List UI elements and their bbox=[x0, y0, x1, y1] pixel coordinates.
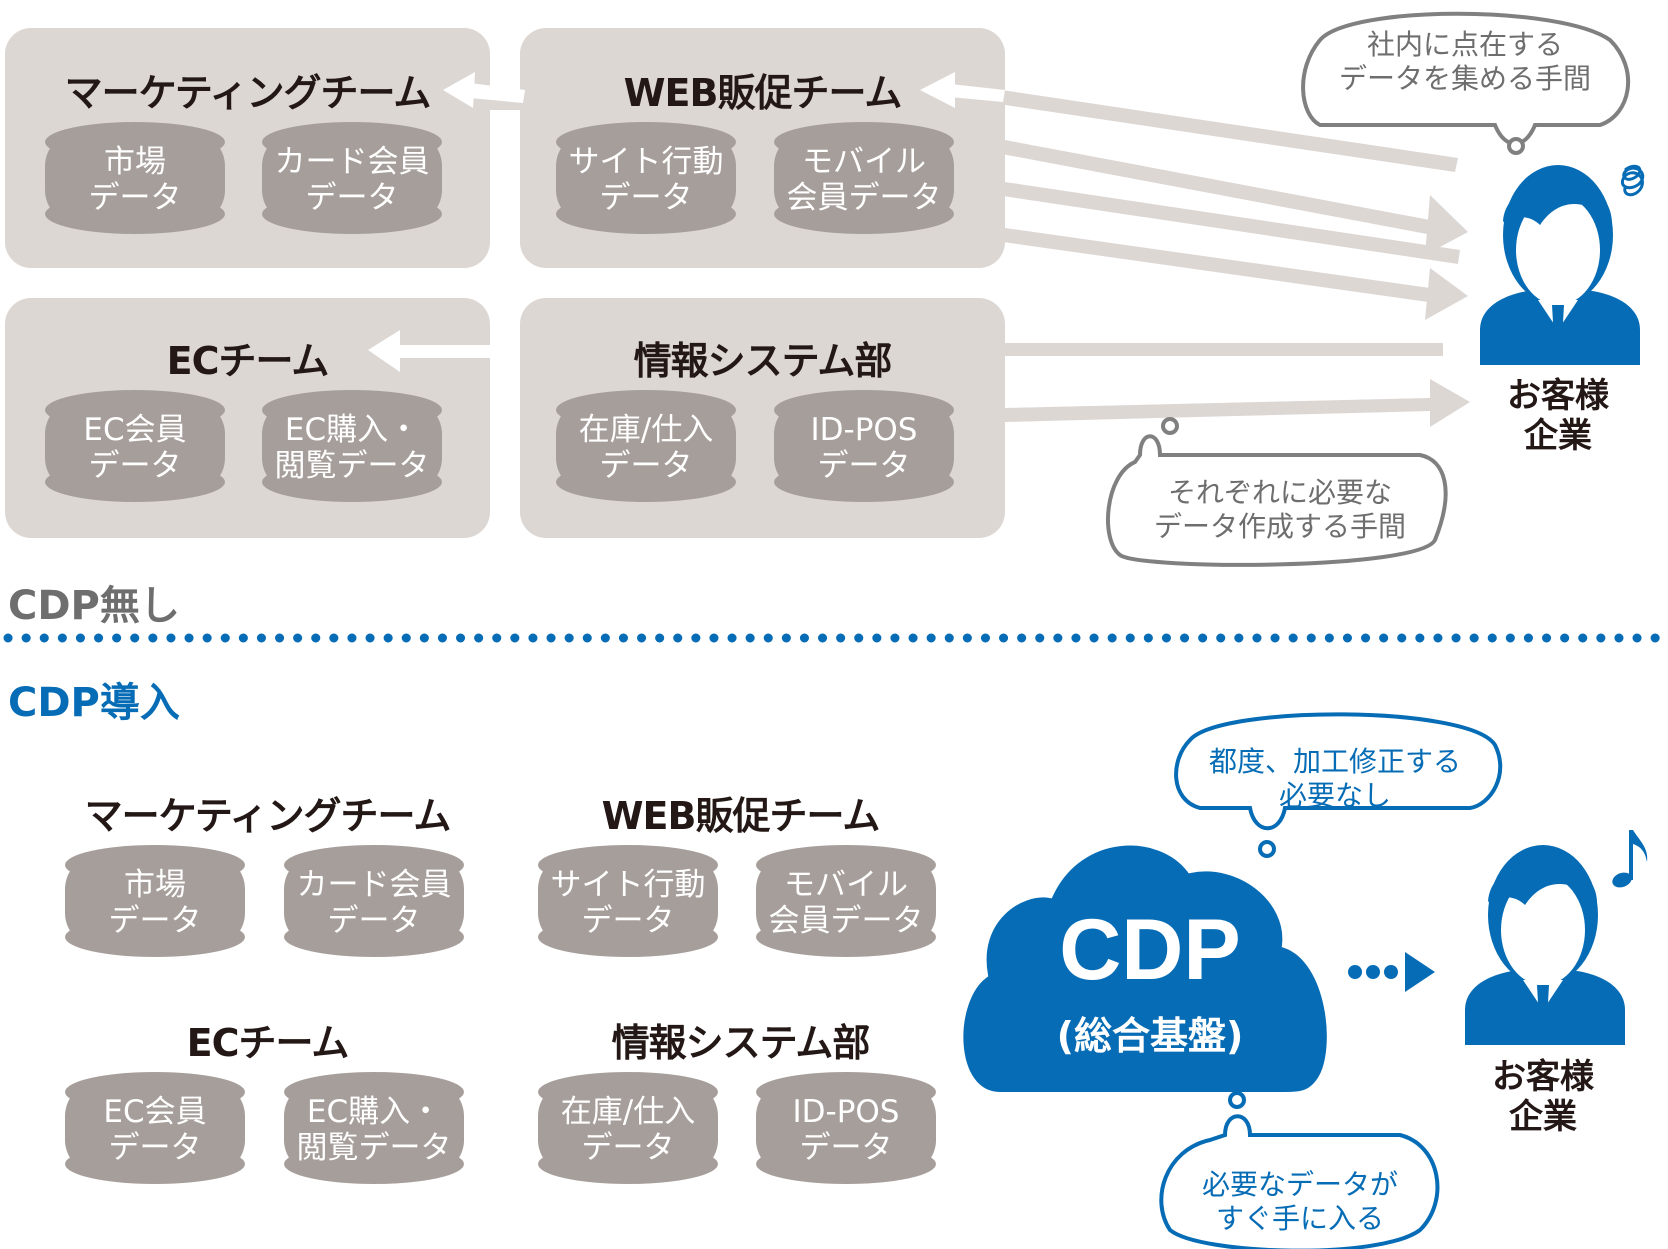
team-title-marketing: マーケティングチーム bbox=[64, 71, 432, 115]
arrow-info-to-customer-2-head bbox=[1430, 379, 1470, 427]
bubble-cdp-top-outline bbox=[1174, 712, 1503, 830]
data-store: ID-POS データ bbox=[774, 390, 954, 502]
data-store: 市場 データ bbox=[45, 122, 225, 234]
cdp-cloud bbox=[957, 839, 1333, 1098]
team-title-ec-cdp: ECチーム bbox=[186, 1021, 350, 1065]
data-store: EC購入・ 閲覧データ bbox=[262, 390, 442, 502]
bubble-cdp-bottom-outline bbox=[1159, 1114, 1440, 1249]
arrow-web-to-customer-1 bbox=[1002, 140, 1430, 234]
bubble-cdp-bottom-dot bbox=[1228, 1091, 1246, 1109]
arrow-info-to-customer-1 bbox=[1005, 343, 1443, 356]
bubble-top-text: 社内に点在する データを集める手間 bbox=[1338, 28, 1591, 95]
arrow-web-to-customer-1-head bbox=[1425, 195, 1468, 255]
arrow-head-marketing bbox=[443, 72, 475, 108]
data-store: サイト行動 データ bbox=[556, 122, 736, 234]
data-store: モバイル 会員データ bbox=[756, 845, 936, 957]
data-store: モバイル 会員データ bbox=[774, 122, 954, 234]
data-store: EC会員 データ bbox=[65, 1072, 245, 1184]
arrow-info-to-customer-2 bbox=[1005, 398, 1430, 422]
data-store: EC会員 データ bbox=[45, 390, 225, 502]
cdp-cloud-subtitle: (総合基盤) bbox=[1056, 1014, 1244, 1058]
music-note-icon bbox=[1612, 830, 1648, 888]
bubble-bottom-text: それぞれに必要な データ作成する手間 bbox=[1153, 476, 1406, 543]
bubble-bottom-dot bbox=[1161, 417, 1179, 435]
data-store: 市場 データ bbox=[65, 845, 245, 957]
bubble-top-outline bbox=[1301, 11, 1630, 146]
data-store: カード会員 データ bbox=[262, 122, 442, 234]
team-title-info-cdp: 情報システム部 bbox=[611, 1021, 871, 1065]
bubble-cdp-top-text: 都度、加工修正する 必要なし bbox=[1208, 745, 1461, 812]
team-title-web: WEB販促チーム bbox=[623, 71, 903, 115]
team-title-web-cdp: WEB販促チーム bbox=[601, 794, 881, 838]
data-store: サイト行動 データ bbox=[538, 845, 718, 957]
arrow-customer-to-web bbox=[965, 85, 1458, 172]
arrow-web-to-customer-3-head bbox=[1425, 268, 1468, 320]
arrow-shaft-marketing bbox=[470, 83, 525, 103]
bubble-bottom-outline bbox=[1106, 434, 1448, 567]
data-store: 在庫/仕入 データ bbox=[556, 390, 736, 502]
arrow-shaft-ec bbox=[395, 345, 520, 358]
heading-without-cdp: CDP無し bbox=[8, 583, 180, 629]
bubble-cdp-bottom-text: 必要なデータが すぐ手に入る bbox=[1201, 1168, 1398, 1235]
arrow-web-to-customer-2 bbox=[1003, 182, 1460, 264]
customer-label-bottom: お客様 企業 bbox=[1492, 1057, 1594, 1137]
team-title-ec: ECチーム bbox=[166, 339, 330, 383]
bubble-top-dot bbox=[1507, 137, 1525, 155]
bubble-cdp-top-dot bbox=[1258, 840, 1276, 858]
swirl-icon bbox=[1620, 164, 1645, 197]
team-title-marketing-cdp: マーケティングチーム bbox=[84, 794, 452, 838]
data-store: EC購入・ 閲覧データ bbox=[284, 1072, 464, 1184]
arrow-head-web bbox=[920, 72, 955, 108]
data-store: ID-POS データ bbox=[756, 1072, 936, 1184]
data-store: カード会員 データ bbox=[284, 845, 464, 957]
cdp-cloud-title: CDP bbox=[1059, 902, 1241, 998]
arrow-head-ec bbox=[368, 330, 400, 372]
cdp-to-customer-arrow bbox=[1348, 952, 1435, 992]
arrow-web-to-customer-3 bbox=[1003, 228, 1430, 302]
team-title-info: 情報システム部 bbox=[633, 339, 893, 383]
customer-label-top: お客様 企業 bbox=[1507, 376, 1609, 456]
data-store: 在庫/仕入 データ bbox=[538, 1072, 718, 1184]
arrow-shaft-web bbox=[950, 84, 1005, 102]
heading-with-cdp: CDP導入 bbox=[8, 680, 180, 726]
